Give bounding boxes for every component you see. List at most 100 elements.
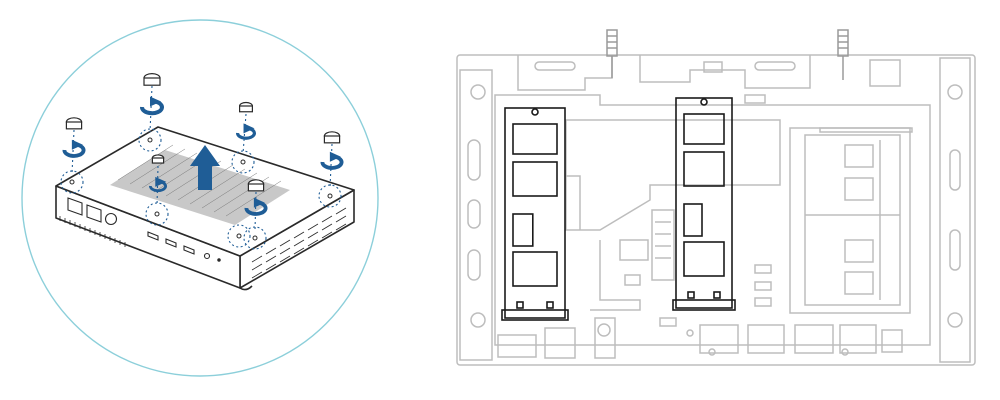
ssd-connector [501,309,569,321]
screw-4 [318,131,344,208]
screw-body [65,121,83,130]
screw-body [151,157,165,164]
heat-plate [565,119,781,231]
screw-hole [147,137,153,143]
ssd-board [504,107,566,319]
side-vent-slots [251,207,347,279]
ssd-controller [683,203,703,237]
usb-port-2 [165,238,177,248]
bottom-port-2 [544,327,576,359]
screw-hole-marker [227,224,251,248]
ssd-key-right [713,291,721,299]
screw-hole-marker [318,184,342,208]
ssd-key-right [546,301,554,309]
lift-cover-arrow-icon [190,145,220,190]
ssd-chip-1 [683,113,725,145]
usb-port-3 [183,245,195,255]
ethernet-port-1 [67,197,83,216]
front-ports [67,197,221,262]
ssd-screw [531,108,539,116]
guide-line [254,191,257,231]
unscrew-arrow-icon [140,99,164,116]
screw-body [323,135,341,144]
board-illustration [456,29,976,366]
screw-hole [69,179,75,185]
bottom-port-7 [839,324,877,354]
screw-body [143,77,161,86]
screw-hole [154,211,160,217]
led-indicator [217,258,221,262]
bottom-port-4 [699,324,739,354]
screw-7 [227,224,251,248]
unscrew-arrow-icon [62,142,86,158]
usb-port-1 [147,231,159,241]
screw-hole-marker [145,202,169,226]
ssd-controller [512,213,534,247]
chassis-right-rail [939,57,971,363]
guide-line [329,143,333,189]
screw-hole-marker [60,170,84,194]
bottom-port-1 [497,334,537,358]
bottom-port-3 [594,317,616,359]
guide-line [71,129,75,175]
antenna-right [837,29,849,80]
screw-layer [60,72,344,250]
unscrew-arrow-icon [149,180,167,193]
front-vent-ticks [59,216,126,247]
top-bracket [517,55,613,91]
guide-line [156,165,159,207]
ssd-connector [672,299,736,311]
ssd-key-left [516,301,524,309]
screw-5 [145,154,169,226]
bottom-port-8 [881,329,903,353]
antenna-left [606,29,618,78]
m2-ssd-module-1 [501,107,569,321]
guide-line [149,85,153,133]
m2-ssd-module-2 [672,97,736,311]
screw-body [239,105,254,113]
screw-hole [327,193,333,199]
arrow-head [243,123,255,134]
screw-hole-marker [243,226,267,250]
ethernet-port-2 [86,204,102,223]
ssd-layer [501,97,736,321]
magnifier-circle [21,19,379,377]
power-button [104,212,118,226]
unscrew-arrow-icon [320,154,344,170]
ssd-chip-3 [683,241,725,277]
cover-removal-illustration [21,19,379,377]
ssd-chip-2 [683,151,725,187]
mainboard-outline [494,94,931,346]
guide-line [242,113,247,155]
screw-body [247,183,265,192]
screw-hole [252,235,258,241]
arrow-head [253,197,265,208]
ssd-key-left [687,291,695,299]
unscrew-arrow-icon [236,126,256,140]
screw-2 [60,117,86,194]
screw-6 [243,179,268,250]
ssd-chip-2 [512,161,558,197]
screw-hole [240,159,246,165]
arrow-head [150,96,161,107]
unscrew-arrow-icon [244,200,268,216]
arrow-head [329,151,341,162]
ssd-board [675,97,733,309]
arrow-head [71,139,83,150]
screw-1 [138,72,164,152]
ssd-screw [700,98,708,106]
bottom-port-6 [794,324,834,354]
audio-jack [203,252,211,260]
screw-3 [231,101,256,174]
bottom-port-5 [747,324,785,354]
chassis-left-rail [459,69,493,361]
screw-hole-marker [138,128,162,152]
ram-slot [789,127,913,314]
chassis-outline [456,54,976,366]
screw-hole-marker [231,150,255,174]
ssd-chip-3 [512,251,558,287]
screw-hole [236,233,242,239]
arrow-head [155,176,167,187]
